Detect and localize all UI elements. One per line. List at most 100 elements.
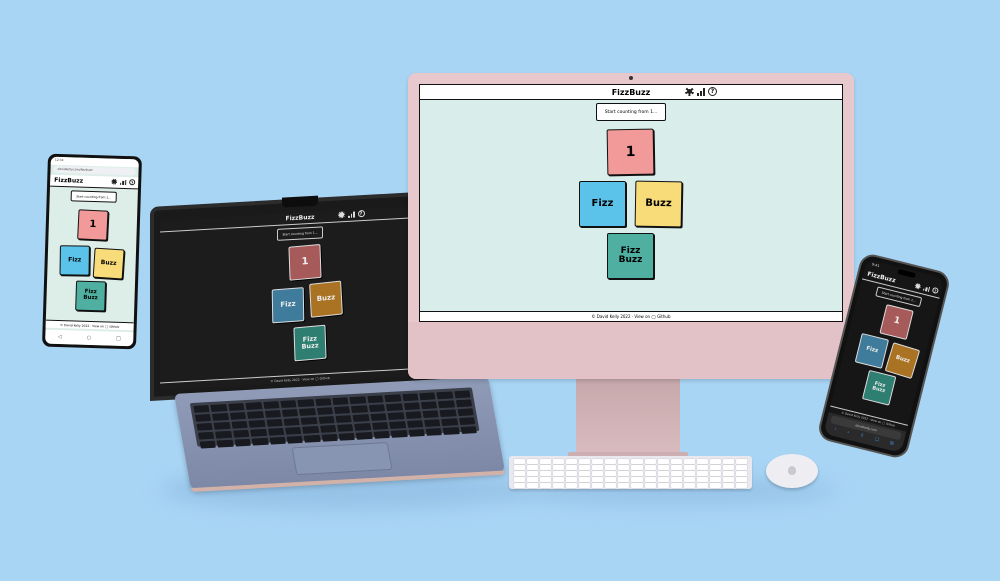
settings-gear-icon[interactable] bbox=[111, 178, 118, 185]
keycap bbox=[722, 459, 734, 464]
keycap bbox=[514, 477, 526, 482]
keycap bbox=[696, 471, 708, 476]
keycap bbox=[709, 459, 721, 464]
keycap bbox=[245, 402, 263, 410]
keycap bbox=[316, 407, 334, 415]
tabs-icon[interactable]: ⧉ bbox=[889, 440, 895, 447]
card-fizzbuzz-line2: Buzz bbox=[618, 255, 643, 265]
keycap bbox=[644, 483, 656, 488]
card-fizz: Fizz bbox=[579, 181, 626, 227]
desktop-monitor: FizzBuzz ? Start counting from 1... 1 Fi… bbox=[408, 73, 854, 379]
keycap bbox=[349, 396, 367, 405]
keycap bbox=[438, 400, 455, 409]
card-buzz: Buzz bbox=[309, 280, 343, 318]
home-icon[interactable]: ○ bbox=[86, 334, 92, 342]
stats-icon[interactable] bbox=[120, 179, 127, 185]
keycap bbox=[234, 438, 251, 447]
keycap bbox=[460, 426, 477, 434]
keycap bbox=[540, 483, 552, 488]
settings-gear-icon[interactable] bbox=[338, 211, 345, 219]
android-url-bar[interactable]: davidkelly.com/fizzbuzz bbox=[53, 165, 136, 176]
settings-gear-icon[interactable] bbox=[685, 87, 694, 96]
keycap bbox=[527, 477, 539, 482]
keycap bbox=[644, 471, 656, 476]
forward-icon[interactable]: › bbox=[846, 429, 850, 436]
keycap bbox=[540, 471, 552, 476]
keycap bbox=[683, 471, 695, 476]
settings-gear-icon[interactable] bbox=[914, 282, 922, 290]
keycap bbox=[286, 435, 304, 444]
keycap bbox=[605, 465, 617, 470]
keycap bbox=[442, 427, 460, 435]
card-number: 1 bbox=[288, 243, 322, 281]
keycap bbox=[579, 459, 591, 464]
start-counting-input[interactable]: Start counting from 1... bbox=[596, 103, 666, 121]
keycap bbox=[579, 471, 591, 476]
recent-apps-icon[interactable]: □ bbox=[115, 335, 121, 342]
keycap bbox=[683, 459, 695, 464]
keycap bbox=[566, 465, 578, 470]
start-counting-input[interactable]: Start counting from 1... bbox=[70, 190, 117, 203]
android-nav-bar: ◁ ○ □ bbox=[45, 329, 134, 347]
keycap bbox=[657, 459, 669, 464]
keycap bbox=[566, 459, 578, 464]
help-icon[interactable]: ? bbox=[129, 179, 136, 186]
keycap bbox=[514, 465, 526, 470]
keycap bbox=[527, 471, 539, 476]
android-status-time: 12:34 bbox=[54, 157, 64, 163]
keycap bbox=[436, 391, 454, 400]
keycap bbox=[419, 392, 436, 401]
keycap bbox=[709, 465, 721, 470]
keycap bbox=[318, 416, 335, 424]
keycap bbox=[403, 402, 420, 411]
keycap bbox=[269, 436, 286, 445]
keycap bbox=[251, 437, 269, 446]
keycap bbox=[540, 459, 552, 464]
stats-icon[interactable] bbox=[348, 211, 355, 218]
keycap bbox=[553, 477, 565, 482]
back-icon[interactable]: ◁ bbox=[57, 333, 62, 341]
back-icon[interactable]: ‹ bbox=[833, 426, 838, 433]
bookmarks-icon[interactable]: ☐ bbox=[874, 436, 880, 444]
keycap bbox=[709, 471, 721, 476]
keycap bbox=[540, 465, 552, 470]
android-app: FizzBuzz ? Start counting from 1... 1 Fi… bbox=[45, 174, 139, 331]
stats-icon[interactable] bbox=[923, 285, 931, 292]
keycap bbox=[321, 433, 338, 442]
keycap bbox=[248, 419, 266, 428]
help-icon[interactable]: ? bbox=[357, 210, 365, 218]
android-screen: 12:34 davidkelly.com/fizzbuzz FizzBuzz ?… bbox=[45, 156, 139, 347]
laptop-trackpad[interactable] bbox=[291, 442, 393, 476]
card-fizz: Fizz bbox=[271, 287, 305, 324]
card-fizz: Fizz bbox=[59, 245, 90, 276]
keycap bbox=[335, 415, 353, 423]
android-url-text: davidkelly.com/fizzbuzz bbox=[57, 166, 93, 172]
android-phone: 12:34 davidkelly.com/fizzbuzz FizzBuzz ?… bbox=[41, 153, 143, 350]
help-icon[interactable]: ? bbox=[931, 286, 940, 295]
keycap bbox=[657, 465, 669, 470]
keycap bbox=[217, 439, 234, 448]
keycap bbox=[281, 409, 299, 417]
keycap bbox=[280, 400, 297, 408]
keycap bbox=[527, 459, 539, 464]
keycap bbox=[696, 465, 708, 470]
monitor-stand-base bbox=[568, 452, 688, 458]
card-fizzbuzz-line2: Buzz bbox=[301, 341, 319, 351]
keycap bbox=[232, 429, 250, 438]
stats-icon[interactable] bbox=[697, 87, 705, 96]
keycap bbox=[250, 428, 267, 437]
keycap bbox=[605, 471, 617, 476]
keycap bbox=[213, 421, 231, 430]
help-icon[interactable]: ? bbox=[708, 87, 717, 96]
keycap bbox=[683, 465, 695, 470]
keycap bbox=[527, 465, 539, 470]
share-icon[interactable]: ⇧ bbox=[859, 432, 865, 440]
keycap bbox=[247, 411, 264, 419]
app-title: FizzBuzz bbox=[611, 87, 651, 97]
keycap bbox=[267, 427, 285, 436]
card-buzz: Buzz bbox=[634, 180, 683, 228]
start-counting-input[interactable]: Start counting from 1... bbox=[277, 226, 323, 241]
keycap bbox=[210, 404, 228, 412]
apple-logo-icon bbox=[788, 466, 796, 475]
keycap bbox=[631, 477, 643, 482]
